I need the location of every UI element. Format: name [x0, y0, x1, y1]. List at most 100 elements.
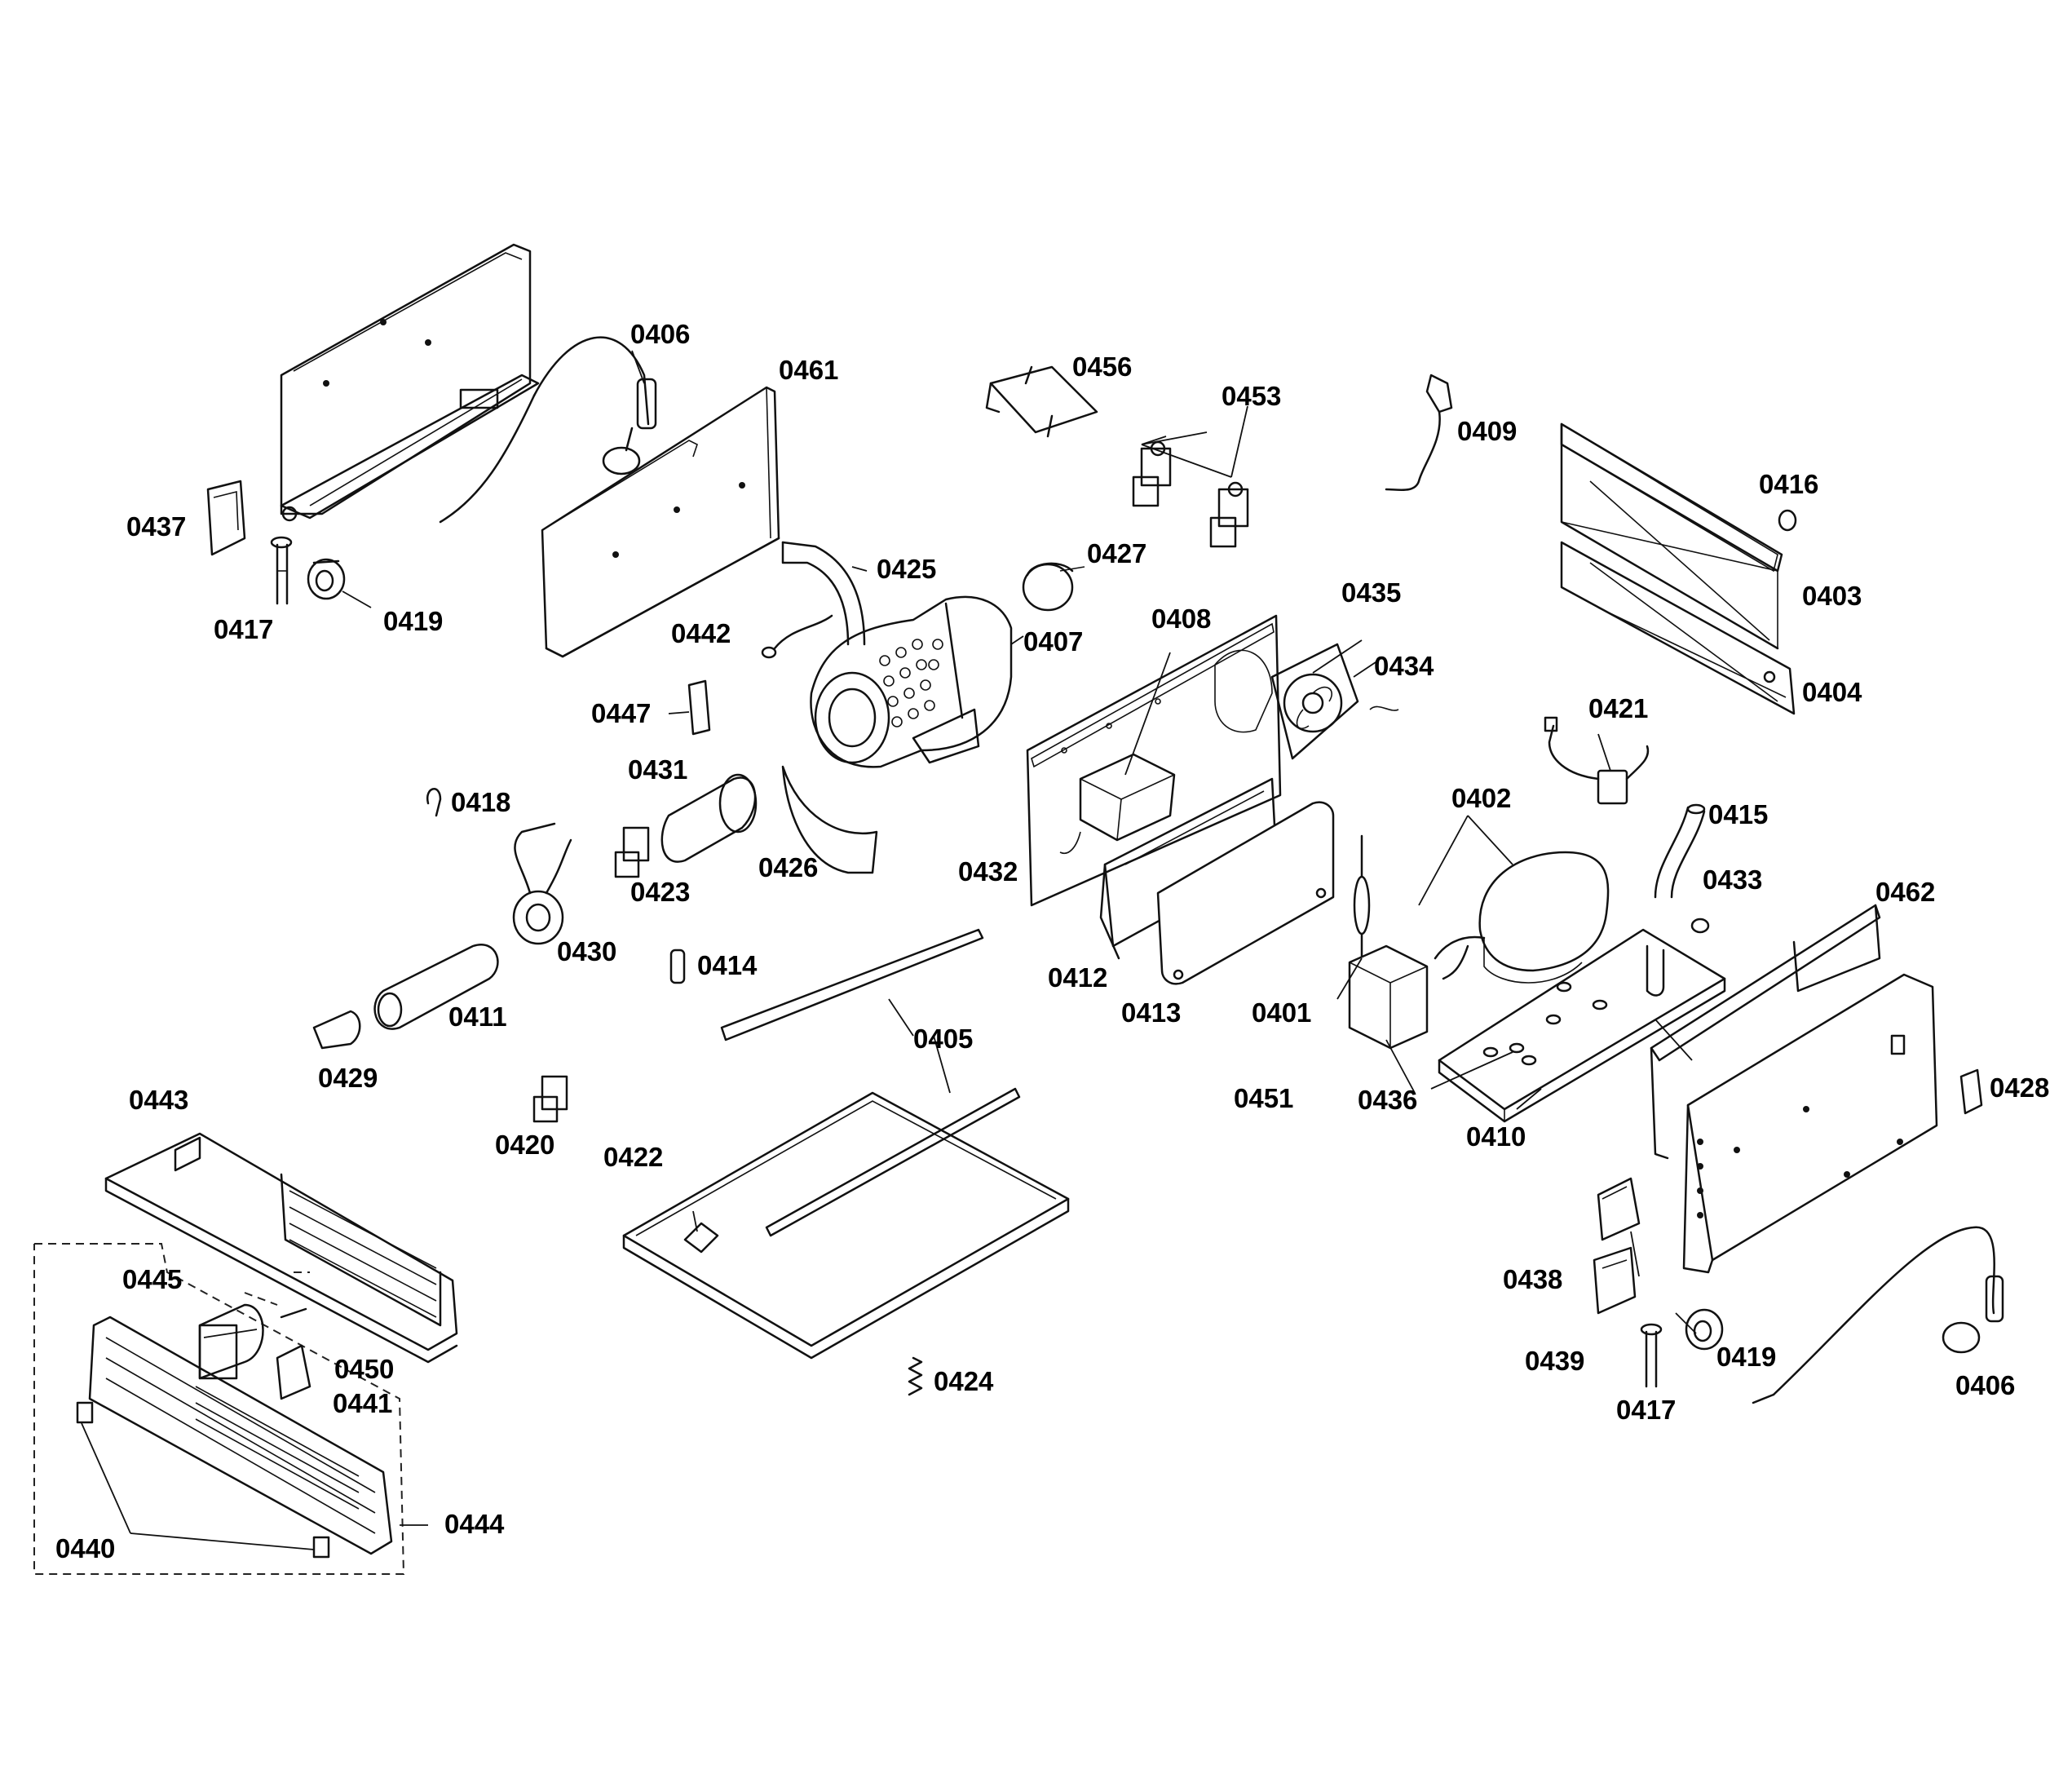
part-0450-pin: [280, 1307, 307, 1319]
part-0436-grommet: [1509, 1042, 1525, 1054]
label-0416: 0416: [1759, 469, 1818, 499]
label-0456: 0456: [1072, 352, 1132, 382]
label-0417-left: 0417: [214, 614, 273, 644]
label-0440: 0440: [55, 1533, 115, 1563]
part-0428-clip: [1959, 1068, 1983, 1115]
label-0423: 0423: [630, 877, 690, 907]
label-0407: 0407: [1023, 626, 1083, 657]
part-0418-clip: [426, 788, 442, 817]
group-0444-grille-assembly: [33, 1243, 405, 1575]
label-0404: 0404: [1802, 677, 1862, 707]
part-0420-valve: [532, 1075, 568, 1123]
label-0429: 0429: [318, 1063, 378, 1093]
part-0443-grille-housing: [104, 1132, 458, 1364]
label-0415: 0415: [1708, 799, 1768, 829]
part-0462-right-side-panel: [1650, 904, 1881, 1160]
label-0410: 0410: [1466, 1121, 1526, 1152]
label-0414: 0414: [697, 950, 758, 980]
label-0431: 0431: [628, 754, 687, 785]
part-0433-nut: [1690, 918, 1710, 934]
part-0434-condenser-fan: [1270, 643, 1399, 760]
part-0456-mounting-bracket: [985, 365, 1098, 438]
label-0445: 0445: [122, 1264, 182, 1294]
part-0438-bracket: [1597, 1177, 1641, 1241]
label-0436: 0436: [1358, 1085, 1417, 1115]
part-0441-bracket: [276, 1344, 311, 1400]
part-0405-rail-upper: [720, 928, 984, 1041]
part-0437-bracket: [206, 480, 246, 556]
part-0431-run-capacitor: [660, 773, 758, 863]
part-0440-pad-right: [312, 1536, 330, 1559]
label-0413: 0413: [1121, 997, 1181, 1028]
label-0437: 0437: [126, 511, 186, 542]
label-0435: 0435: [1341, 577, 1401, 608]
part-0461-front-panel: [541, 386, 780, 658]
label-0418: 0418: [451, 787, 510, 817]
part-0415-drain-tube: [1654, 803, 1706, 899]
leader-lines: [81, 350, 1697, 1550]
part-0406-cord-top-left: [439, 336, 657, 524]
label-0426: 0426: [758, 852, 818, 882]
part-0417-screw-right: [1640, 1323, 1663, 1388]
label-0451: 0451: [1234, 1083, 1293, 1113]
part-0447-clip: [687, 679, 711, 736]
part-0414-spacer: [669, 949, 686, 984]
part-0442-sensor: [761, 614, 833, 659]
part-0432-electrical-board: [1026, 614, 1282, 907]
part-0427-capacitor: [1022, 562, 1085, 612]
label-0461: 0461: [779, 355, 838, 385]
label-0428: 0428: [1990, 1072, 2049, 1103]
label-0462: 0462: [1875, 877, 1935, 907]
label-0406-top: 0406: [630, 319, 690, 349]
part-0439-bracket: [1593, 1246, 1637, 1315]
label-0411: 0411: [448, 1002, 507, 1032]
part-0422-clip: [683, 1222, 719, 1254]
label-0453: 0453: [1222, 381, 1281, 411]
part-0413-control-cover: [1156, 801, 1335, 985]
label-0434: 0434: [1374, 651, 1434, 681]
label-0421: 0421: [1588, 693, 1648, 723]
part-0453-water-valve-1: [1132, 440, 1172, 507]
part-0404-rear-panel-lower: [1560, 541, 1796, 715]
part-0429-filter-cap: [312, 1010, 361, 1050]
part-0419-caster-left: [307, 558, 346, 600]
part-0423-valve: [614, 826, 650, 878]
label-0430: 0430: [557, 936, 616, 966]
part-0407-blower-motor: [810, 595, 1013, 768]
label-0424: 0424: [934, 1366, 994, 1396]
part-0451-relay-box: [1348, 944, 1429, 1050]
label-0419-left: 0419: [383, 606, 443, 636]
part-0409-power-cord: [1385, 374, 1453, 492]
label-0439: 0439: [1525, 1346, 1584, 1376]
label-0432: 0432: [958, 856, 1018, 887]
label-0450: 0450: [334, 1354, 394, 1384]
part-0416-cap: [1778, 509, 1797, 532]
part-0440-pad-left: [76, 1401, 94, 1424]
label-0441: 0441: [333, 1388, 392, 1418]
label-0406-right: 0406: [1955, 1370, 2015, 1400]
label-0408: 0408: [1151, 604, 1211, 634]
label-0403: 0403: [1802, 581, 1862, 611]
label-0409: 0409: [1457, 416, 1517, 446]
label-0412: 0412: [1048, 962, 1107, 993]
label-0402: 0402: [1451, 783, 1511, 813]
part-0425-fan-shroud-upper: [781, 541, 866, 646]
part-0402-compressor: [1434, 851, 1610, 984]
label-0444: 0444: [444, 1509, 505, 1539]
part-0403-rear-panel: [1560, 422, 1783, 650]
part-0406-cord-right: [1752, 1226, 2004, 1404]
part-0410-compressor-base: [1438, 928, 1726, 1123]
part-0462-right-rear-panel: [1682, 973, 1938, 1274]
label-0433: 0433: [1703, 865, 1762, 895]
label-0422: 0422: [603, 1142, 663, 1172]
label-0442: 0442: [671, 618, 731, 648]
part-0424-spring: [908, 1356, 923, 1396]
part-0430-valve-fitting: [512, 822, 572, 945]
part-labels: 0406 0461 0456 0453 0409 0416 0437 0403 …: [55, 319, 2049, 1563]
label-0447: 0447: [591, 698, 651, 728]
label-0425: 0425: [877, 554, 936, 584]
part-0405-tray: [622, 1087, 1070, 1360]
label-0427: 0427: [1087, 538, 1146, 568]
label-0438: 0438: [1503, 1264, 1562, 1294]
